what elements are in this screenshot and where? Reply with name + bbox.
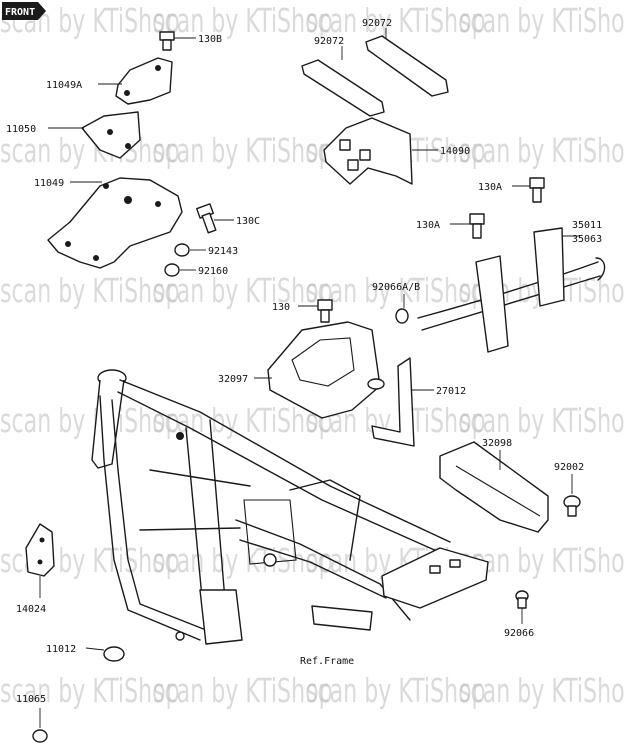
part-label-130a-right: 130A	[478, 182, 502, 193]
bolt-130b-drawing	[159, 31, 175, 51]
collar-92066ab-drawing	[395, 308, 409, 324]
cover-14024-drawing	[25, 523, 55, 577]
part-label-92072-right: 92072	[362, 18, 392, 29]
bolt-130a-left-drawing	[469, 213, 485, 239]
watermark-text: scan by KTiShop	[153, 542, 333, 581]
part-label-130b: 130B	[198, 34, 222, 45]
case-32097-drawing	[267, 321, 385, 419]
part-label-92143: 92143	[208, 246, 238, 257]
part-label-32097: 32097	[218, 374, 248, 385]
bracket-27012-drawing	[371, 357, 415, 447]
tray-32098-drawing	[439, 441, 549, 533]
cover-14090-drawing	[323, 117, 413, 185]
watermark-text: scan by KTiShop	[306, 2, 486, 41]
watermark-text: scan by KTiShop	[153, 2, 333, 41]
watermark-text: scan by KTiShop	[153, 272, 333, 311]
part-label-92066ab: 92066A/B	[372, 282, 420, 293]
part-label-11050: 11050	[6, 124, 36, 135]
watermark-text: scan by KTiShop	[459, 2, 624, 41]
part-labels: 130B 11049A 11050 11049 130C 92143 92160…	[6, 18, 602, 705]
part-label-14024: 14024	[16, 604, 46, 615]
part-label-11065: 11065	[16, 694, 46, 705]
cap-11065-drawing	[32, 729, 48, 743]
bolt-130-drawing	[317, 299, 333, 323]
part-label-11012: 11012	[46, 644, 76, 655]
watermark-text: scan by KTiShop	[0, 672, 180, 711]
watermark-text: scan by KTiShop	[306, 272, 486, 311]
ref-frame-label: Ref.Frame	[300, 656, 354, 667]
watermark-text: scan by KTiShop	[0, 272, 180, 311]
part-label-92066: 92066	[504, 628, 534, 639]
cap-11012-drawing	[103, 646, 125, 662]
bolt-92002-drawing	[563, 495, 581, 517]
part-label-92072-left: 92072	[314, 36, 344, 47]
front-tag-text: FRONT	[5, 7, 35, 18]
bolt-130c-drawing	[196, 203, 217, 234]
part-label-92160: 92160	[198, 266, 228, 277]
part-label-11049: 11049	[34, 178, 64, 189]
part-label-35011: 35011	[572, 220, 602, 231]
bracket-11049a-drawing	[115, 57, 173, 105]
carrier-35011-drawing	[417, 227, 606, 353]
watermark-text: scan by KTiShop	[459, 132, 624, 171]
watermark-text: scan by KTiShop	[153, 132, 333, 171]
watermark-text: scan by KTiShop	[306, 672, 486, 711]
part-label-130a-left: 130A	[416, 220, 440, 231]
collar-92143-drawing	[174, 243, 190, 257]
strap-92072-right-drawing	[365, 35, 449, 97]
part-label-35063: 35063	[572, 234, 602, 245]
part-label-11049a: 11049A	[46, 80, 82, 91]
part-label-92002: 92002	[554, 462, 584, 473]
part-label-130c: 130C	[236, 216, 260, 227]
watermark-text: scan by KTiShop	[153, 672, 333, 711]
watermark-text: scan by KTiShop	[459, 672, 624, 711]
bolt-92066-drawing	[515, 590, 529, 609]
leader-lines	[39, 28, 580, 728]
part-label-32098: 32098	[482, 438, 512, 449]
bracket-11050-drawing	[81, 111, 141, 159]
part-label-27012: 27012	[436, 386, 466, 397]
watermark-text: scan by KTiShop	[459, 402, 624, 441]
strap-92072-left-drawing	[301, 59, 385, 117]
part-label-130: 130	[272, 302, 290, 313]
part-label-14090: 14090	[440, 146, 470, 157]
collar-92160-drawing	[164, 263, 180, 277]
plate-11049-drawing	[47, 177, 183, 269]
front-tag: FRONT	[2, 2, 46, 20]
main-frame-drawing	[91, 369, 489, 645]
bolt-130a-right-drawing	[529, 177, 545, 203]
